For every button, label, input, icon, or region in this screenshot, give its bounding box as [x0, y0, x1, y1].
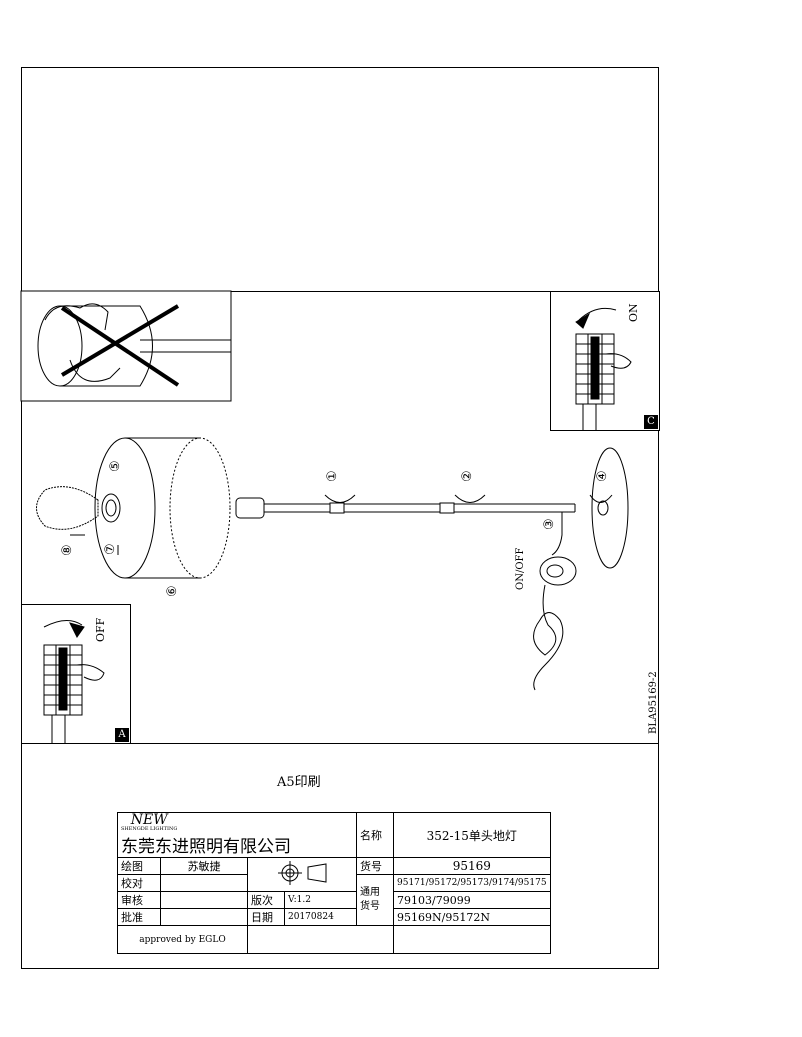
blank-cell-2 [393, 925, 551, 954]
callout-1: ① [325, 470, 340, 482]
panel-c-badge: C [644, 415, 658, 429]
callout-6: ⑥ [165, 585, 180, 597]
review-value [160, 891, 248, 909]
drawing-sheet [21, 67, 659, 969]
date-label: 日期 [248, 909, 285, 925]
document-code: BLA95169-2 [648, 671, 659, 734]
callout-5: ⑤ [108, 460, 123, 472]
name-value: 352-15单头地灯 [393, 812, 551, 858]
callout-2: ② [460, 470, 475, 482]
switch-off-illustration [43, 620, 105, 743]
draw-label: 绘图 [117, 857, 161, 875]
panel-c: ON C [550, 291, 660, 431]
logo-text: NEW [130, 812, 168, 828]
panel-a-badge: A [115, 728, 129, 742]
blank-cell-1 [247, 925, 394, 954]
common-value-3: 95169N/95172N [393, 908, 551, 926]
check-value [160, 874, 248, 892]
name-label: 名称 [356, 812, 394, 858]
drawer-name: 苏敏捷 [160, 857, 248, 875]
callout-7: ⑦ [103, 543, 118, 555]
company-name: 东莞东进照明有限公司 [121, 837, 291, 857]
date-value: 20170824 [288, 912, 334, 922]
common-value-1: 95171/95172/95173/9174/95175 [393, 874, 551, 892]
approved-by: approved by EGLO [117, 925, 248, 954]
callout-4: ④ [595, 470, 610, 482]
version-label: 版次 [248, 892, 285, 908]
print-size-label: A5印刷 [277, 775, 321, 790]
panel-a: OFF A [21, 604, 131, 744]
callout-8: ⑧ [60, 544, 75, 556]
approve-label: 批准 [117, 908, 161, 926]
panel-c-label: ON [627, 303, 640, 322]
common-value-2: 79103/79099 [393, 891, 551, 909]
divider-bottom [21, 743, 659, 744]
title-block: NEW SHENGDE LIGHTING 东莞东进照明有限公司 名称 352-1… [117, 812, 551, 954]
callout-3: ③ [542, 518, 557, 530]
projection-symbol [247, 857, 357, 892]
switch-label: ON/OFF [515, 547, 526, 590]
approve-value [160, 908, 248, 926]
panel-a-label: OFF [94, 617, 107, 642]
divider-top [21, 291, 659, 292]
common-label: 通用 [360, 887, 380, 898]
version-value: V:1.2 [288, 895, 311, 905]
company-logo: NEW SHENGDE LIGHTING [121, 813, 177, 832]
check-label: 校对 [117, 874, 161, 892]
common-label-2: 货号 [360, 901, 380, 912]
switch-on-illustration [575, 307, 632, 430]
item-value: 95169 [393, 857, 551, 875]
review-label: 审核 [117, 891, 161, 909]
logo-subtext: SHENGDE LIGHTING [121, 826, 178, 832]
projection-icon [278, 861, 327, 885]
item-label: 货号 [356, 857, 394, 875]
